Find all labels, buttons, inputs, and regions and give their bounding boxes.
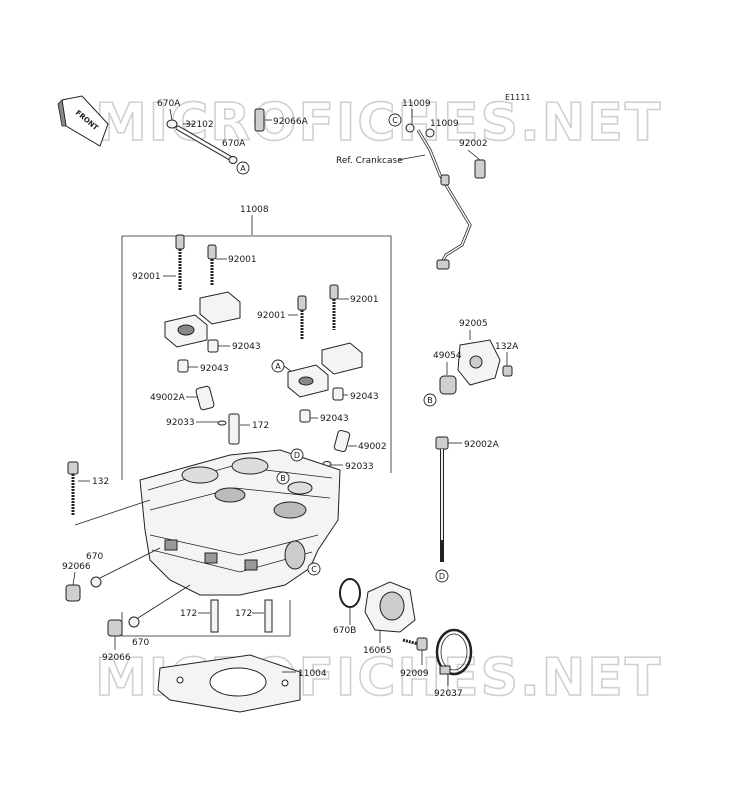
label-11009-a: 11009 — [402, 99, 431, 109]
label-92037: 92037 — [434, 689, 463, 699]
washer-11009-a — [405, 123, 415, 133]
svg-text:D: D — [294, 451, 300, 460]
stud-172-1 — [228, 413, 240, 445]
label-132A: 132A — [495, 342, 519, 352]
label-92001-1: 92001 — [132, 272, 161, 282]
label-172-2: 172 — [180, 609, 197, 619]
label-49054: 49054 — [433, 351, 462, 361]
label-11009-b: 11009 — [430, 119, 459, 129]
front-arrow-icon: FRONT — [57, 95, 109, 147]
dowel-92043-2 — [177, 359, 189, 373]
label-172-3: 172 — [235, 609, 252, 619]
washer-11009-b — [425, 128, 435, 138]
bolt-92001-4 — [329, 284, 339, 300]
bolt-92002 — [474, 159, 486, 179]
cam-cap-4 — [321, 342, 363, 375]
ref-circle-D-right: D — [435, 569, 449, 583]
bolt-92001-2 — [207, 244, 217, 260]
label-670A-b: 670A — [222, 139, 246, 149]
label-92043-3: 92043 — [350, 392, 379, 402]
label-172-1: 172 — [252, 421, 269, 431]
label-92002: 92002 — [459, 139, 488, 149]
bolt-92009 — [416, 637, 428, 651]
dowel-92043-1 — [207, 339, 219, 353]
label-92001-4: 92001 — [350, 295, 379, 305]
collar-49002A — [195, 385, 215, 411]
label-32102: 32102 — [185, 120, 214, 130]
o-ring-670-1 — [90, 576, 102, 588]
o-ring-670B — [339, 578, 361, 608]
label-11004: 11004 — [298, 669, 327, 679]
label-16065: 16065 — [363, 646, 392, 656]
o-ring-670A — [166, 119, 178, 129]
svg-text:C: C — [392, 116, 398, 125]
svg-text:C: C — [311, 565, 317, 574]
label-49002A: 49002A — [150, 393, 186, 403]
clip-92033-1 — [217, 420, 227, 426]
o-ring-670-2 — [128, 616, 140, 628]
bolt-132-head — [67, 461, 79, 475]
label-670-2: 670 — [132, 638, 149, 648]
ref-circle-A-top: A — [236, 161, 250, 175]
svg-text:B: B — [280, 474, 286, 483]
bolt-92002A-head — [435, 436, 449, 450]
oil-pipe-32102 — [176, 126, 232, 160]
clamp-92037 — [435, 628, 473, 676]
cam-cap-1 — [199, 291, 241, 325]
bolt-132A — [502, 365, 513, 377]
ref-circle-B-head: B — [276, 471, 290, 485]
ref-circle-D-head: D — [290, 448, 304, 462]
svg-text:B: B — [427, 396, 433, 405]
label-92001-3: 92001 — [257, 311, 286, 321]
label-92066-2: 92066 — [102, 653, 131, 663]
ref-circle-C-top: C — [388, 113, 402, 127]
label-92009: 92009 — [400, 669, 429, 679]
stud-172-3 — [264, 599, 273, 633]
plug-92066-1 — [65, 584, 81, 602]
dowel-92043-3 — [332, 387, 344, 401]
label-92043-4: 92043 — [320, 414, 349, 424]
ref-crankcase: Ref. Crankcase — [336, 156, 403, 166]
bolt-92001-1 — [175, 234, 185, 250]
label-92066-1: 92066 — [62, 562, 91, 572]
ref-circle-A-mid: A — [271, 359, 285, 373]
label-92005: 92005 — [459, 319, 488, 329]
ref-circle-B-right: B — [423, 393, 437, 407]
plug-92066A — [254, 108, 265, 132]
oil-line-bracket — [440, 174, 450, 186]
svg-text:A: A — [240, 164, 246, 173]
label-92066A: 92066A — [273, 117, 309, 127]
clamp-screw — [439, 665, 451, 675]
label-92043-1: 92043 — [232, 342, 261, 352]
label-132: 132 — [92, 477, 109, 487]
o-ring-670A-b — [228, 156, 238, 164]
label-670A-top: 670A — [157, 99, 181, 109]
label-92033-2: 92033 — [345, 462, 374, 472]
svg-text:D: D — [439, 572, 445, 581]
ref-circle-C-head: C — [307, 562, 321, 576]
bolt-92001-3 — [297, 295, 307, 311]
label-49002: 49002 — [358, 442, 387, 452]
label-92001-2: 92001 — [228, 255, 257, 265]
diagram-code: E1111 — [505, 93, 530, 102]
label-670B: 670B — [333, 626, 356, 636]
label-11008: 11008 — [240, 205, 269, 215]
label-92002A: 92002A — [464, 440, 500, 450]
oil-line-fitting — [436, 259, 450, 270]
cylinder-head — [139, 449, 341, 596]
svg-text:A: A — [275, 362, 281, 371]
stud-172-2 — [210, 599, 219, 633]
label-670-1: 670 — [86, 552, 103, 562]
label-92033-1: 92033 — [166, 418, 195, 428]
watermark-top: MICROFICHES.NET — [95, 93, 662, 153]
thermostat-49054 — [439, 375, 457, 395]
label-92043-2: 92043 — [200, 364, 229, 374]
plug-92066-2 — [107, 619, 123, 637]
dowel-92043-4 — [299, 409, 311, 423]
collar-49002 — [333, 429, 351, 453]
